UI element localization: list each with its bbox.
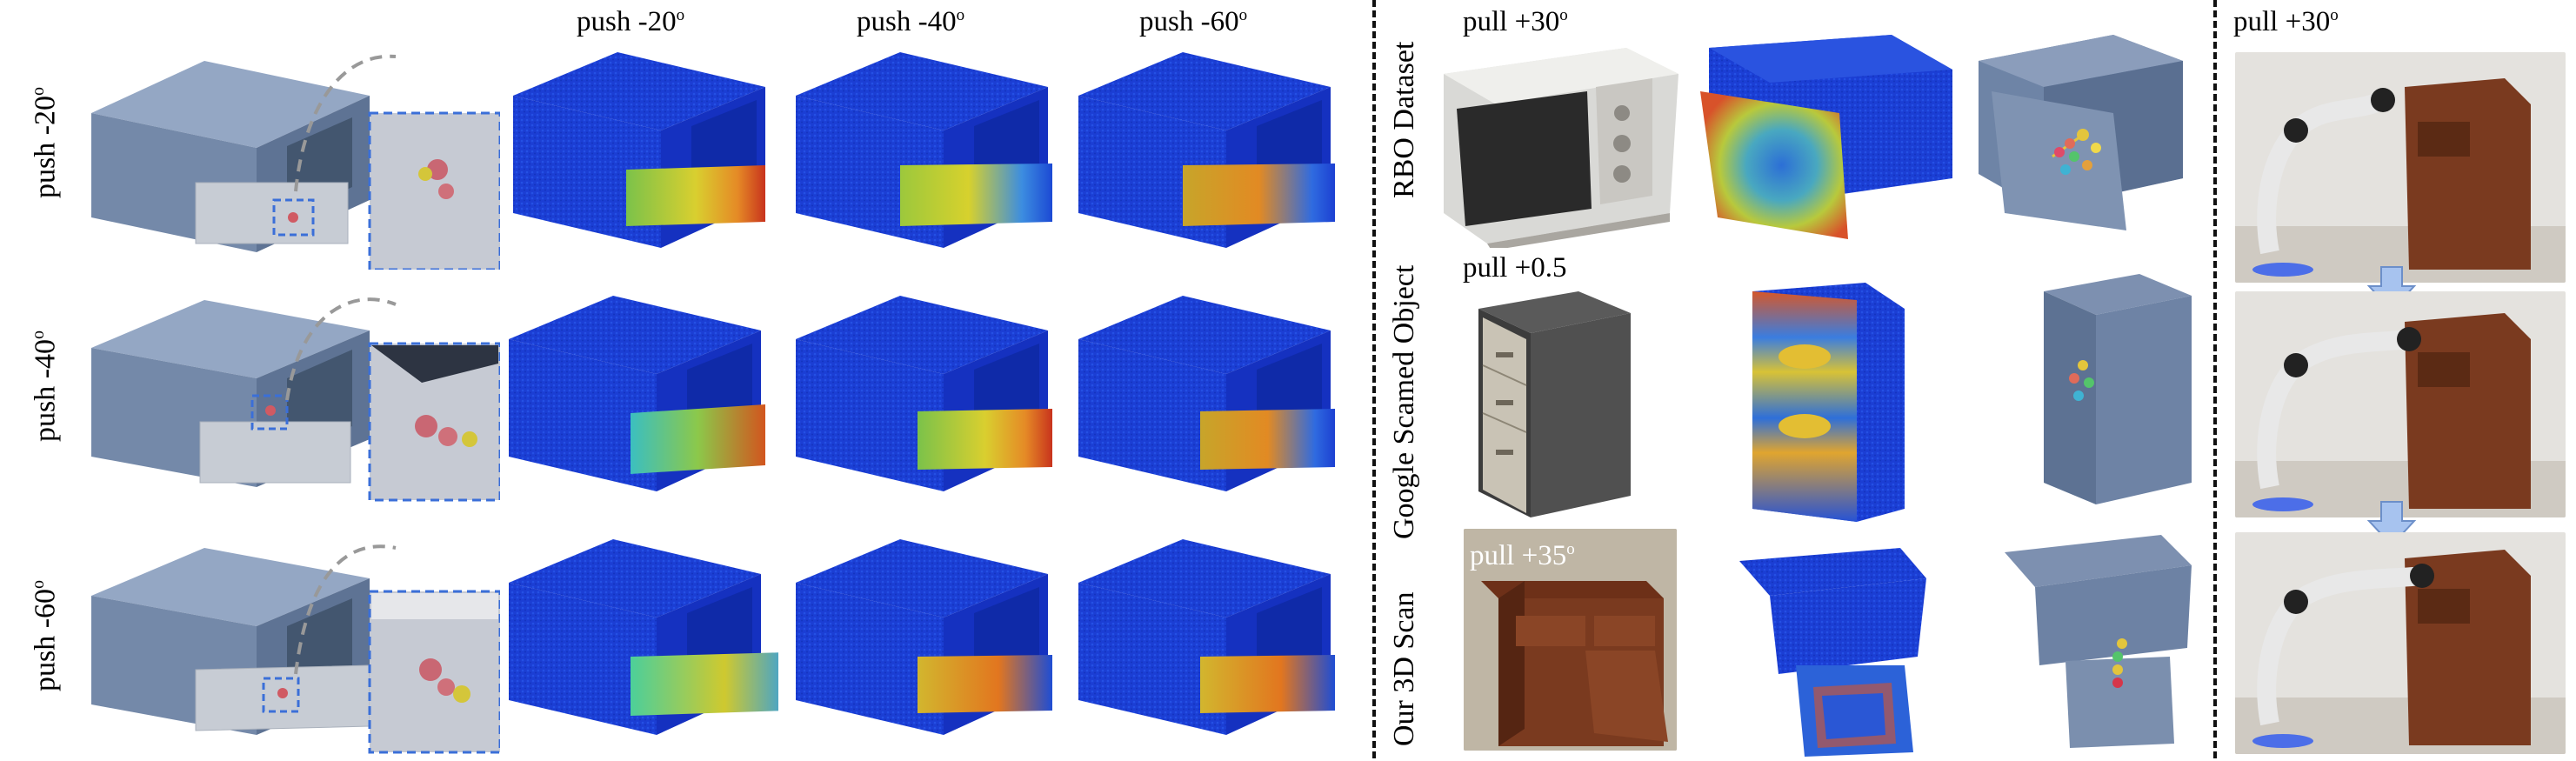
row-label-push-60: push -60o [29,579,62,691]
pointcloud-r2-c1 [509,296,765,491]
microwave-pointcloud [1700,35,1952,239]
pointcloud-r3-c3 [1078,539,1335,735]
microwave-image [1444,48,1678,248]
robot-photo-1 [2235,52,2566,283]
cabinet-pointcloud [1752,283,1905,522]
scan-pointcloud [1739,548,1926,757]
section-divider-left [1372,0,1376,758]
pointcloud-r1-c3 [1078,52,1335,248]
row-label-google-scanned-object: Google Scamed Object [1388,264,1420,539]
column-header-push-60: push -60o [1139,6,1248,37]
microwave-arrow-render [1979,35,2183,230]
box-render-push-20 [91,54,500,270]
row-label-push-40: push -40o [29,330,62,442]
robot-photo-2 [2235,291,2566,517]
robot-action-label-pull-30: pull +30o [2233,6,2339,37]
pointcloud-r1-c1 [513,52,765,248]
column-header-push-40: push -40o [857,6,965,37]
cabinet-render [1478,291,1631,517]
box-render-push-60 [91,544,500,754]
action-label-pull-0-5: pull +0.5 [1463,252,1567,284]
row-label-push-20: push -20o [29,86,62,198]
action-label-pull-30: pull +30o [1463,6,1568,37]
scan-arrow-render [2005,535,2192,748]
scan-photo [1464,529,1677,751]
action-label-pull-35: pull +35o [1470,540,1575,571]
box-render-push-40 [91,297,500,502]
row-label-our-3d-scan: Our 3D Scan [1388,591,1420,746]
section-divider-right [2213,0,2217,758]
pointcloud-r3-c1 [509,539,778,735]
cabinet-arrow-render [2044,274,2192,504]
pointcloud-r3-c2 [796,539,1052,735]
column-header-push-20: push -20o [577,6,685,37]
pointcloud-r2-c2 [796,296,1052,491]
row-label-rbo-dataset: RBO Dataset [1388,41,1420,198]
robot-photo-3 [2235,532,2566,754]
pointcloud-r2-c3 [1078,296,1335,491]
pointcloud-r1-c2 [796,52,1052,248]
